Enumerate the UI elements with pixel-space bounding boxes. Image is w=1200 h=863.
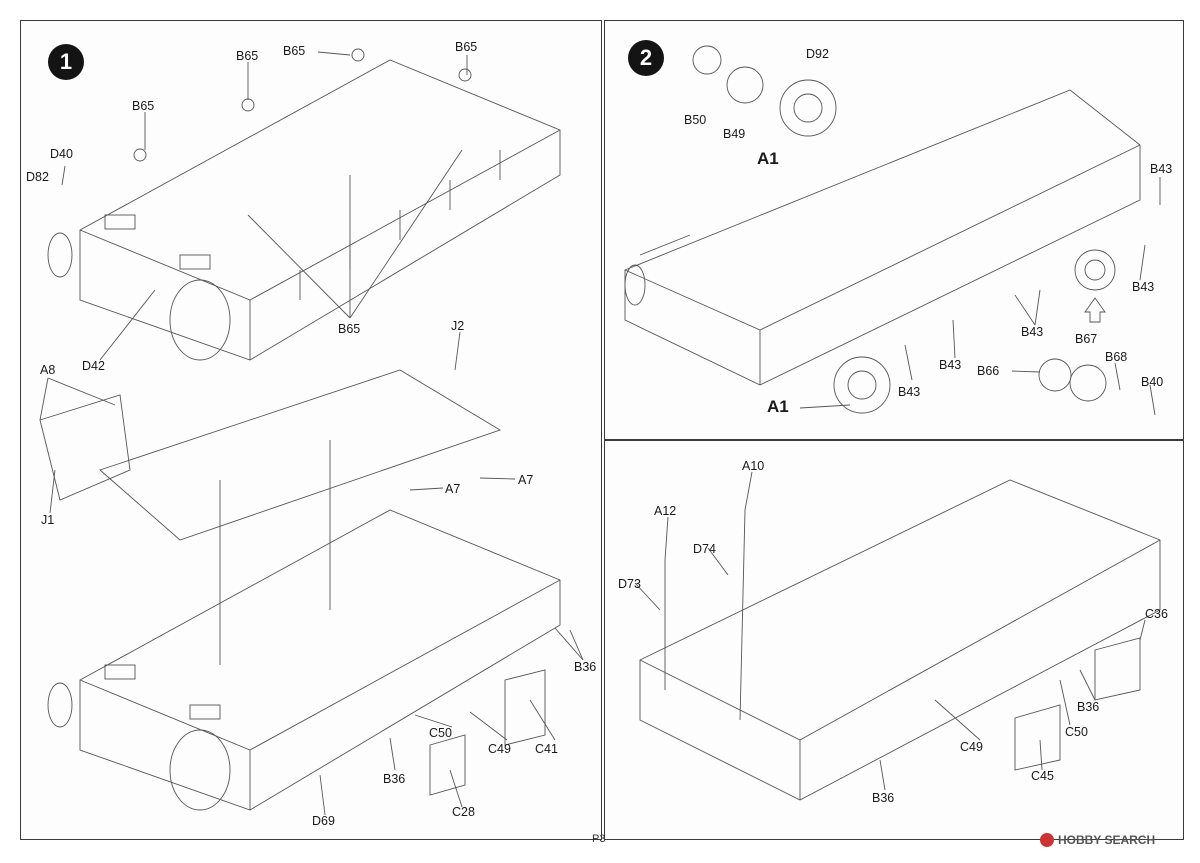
brand-text: HOBBY SEARCH xyxy=(1058,833,1156,847)
label-b43-e: B43 xyxy=(898,385,921,399)
label-d92: D92 xyxy=(806,47,829,61)
label-b66: B66 xyxy=(977,364,1000,378)
road-wheel-set xyxy=(1038,249,1116,402)
label-a8: A8 xyxy=(40,363,56,377)
label-a12: A12 xyxy=(654,504,677,518)
label-c49: C49 xyxy=(960,740,983,754)
label-c50: C50 xyxy=(429,726,452,740)
label-a10: A10 xyxy=(742,459,765,473)
hull-drawing-3 xyxy=(639,479,1161,801)
hull-details-2 xyxy=(624,234,691,306)
label-a7-a: A7 xyxy=(445,482,461,496)
drive-sprocket-top xyxy=(692,45,837,137)
page-number: P3 xyxy=(592,833,606,845)
label-b65-a: B65 xyxy=(236,49,259,63)
label-b65-c: B65 xyxy=(455,40,478,54)
watermark: HOBBY SEARCH xyxy=(1040,833,1155,847)
label-c28: C28 xyxy=(452,805,475,819)
step-2-badge: 2 xyxy=(628,40,664,76)
hull-drawing-2 xyxy=(624,89,1141,386)
label-a1-bottom: A1 xyxy=(767,397,789,416)
label-b67: B67 xyxy=(1075,332,1098,346)
label-b50: B50 xyxy=(684,113,707,127)
label-b65-b: B65 xyxy=(283,44,306,58)
label-c45: C45 xyxy=(1031,769,1054,783)
label-j2: J2 xyxy=(451,319,465,333)
step-1-badge: 1 xyxy=(48,44,84,80)
label-b36-b: B36 xyxy=(383,772,406,786)
label-a7-b: A7 xyxy=(518,473,534,487)
label-b40: B40 xyxy=(1141,375,1164,389)
label-d42: D42 xyxy=(82,359,105,373)
label-b43-a: B43 xyxy=(1150,162,1173,176)
brand-logo-icon xyxy=(1040,833,1054,847)
label-d82: D82 xyxy=(26,170,49,184)
label-b65-d: B65 xyxy=(132,99,155,113)
label-b43-d: B43 xyxy=(939,358,962,372)
label-c50: C50 xyxy=(1065,725,1088,739)
label-b43-c: B43 xyxy=(1021,325,1044,339)
drive-sprocket-bottom xyxy=(833,356,891,414)
direction-arrow xyxy=(1084,297,1106,323)
label-d40: D40 xyxy=(50,147,73,161)
label-j1: J1 xyxy=(41,513,55,527)
label-c49: C49 xyxy=(488,742,511,756)
step-3-panel xyxy=(604,440,1184,840)
label-b65-e: B65 xyxy=(338,322,361,336)
floor-plate-drawing xyxy=(39,369,502,541)
label-b36-b: B36 xyxy=(872,791,895,805)
label-c36: C36 xyxy=(1145,607,1168,621)
label-d74: D74 xyxy=(693,542,716,556)
label-b49: B49 xyxy=(723,127,746,141)
lower-hull-details-1 xyxy=(47,664,546,811)
upper-hull-drawing-1 xyxy=(79,59,561,361)
label-b68: B68 xyxy=(1105,350,1128,364)
step-2-panel xyxy=(604,20,1184,440)
label-a1-top: A1 xyxy=(757,149,779,168)
lower-hull-drawing-1 xyxy=(79,509,561,811)
label-d73: D73 xyxy=(618,577,641,591)
label-b36-a: B36 xyxy=(1077,700,1100,714)
label-c41: C41 xyxy=(535,742,558,756)
label-d69: D69 xyxy=(312,814,335,828)
upper-hull-details-1 xyxy=(47,48,501,361)
label-b36-a: B36 xyxy=(574,660,597,674)
label-b43-b: B43 xyxy=(1132,280,1155,294)
